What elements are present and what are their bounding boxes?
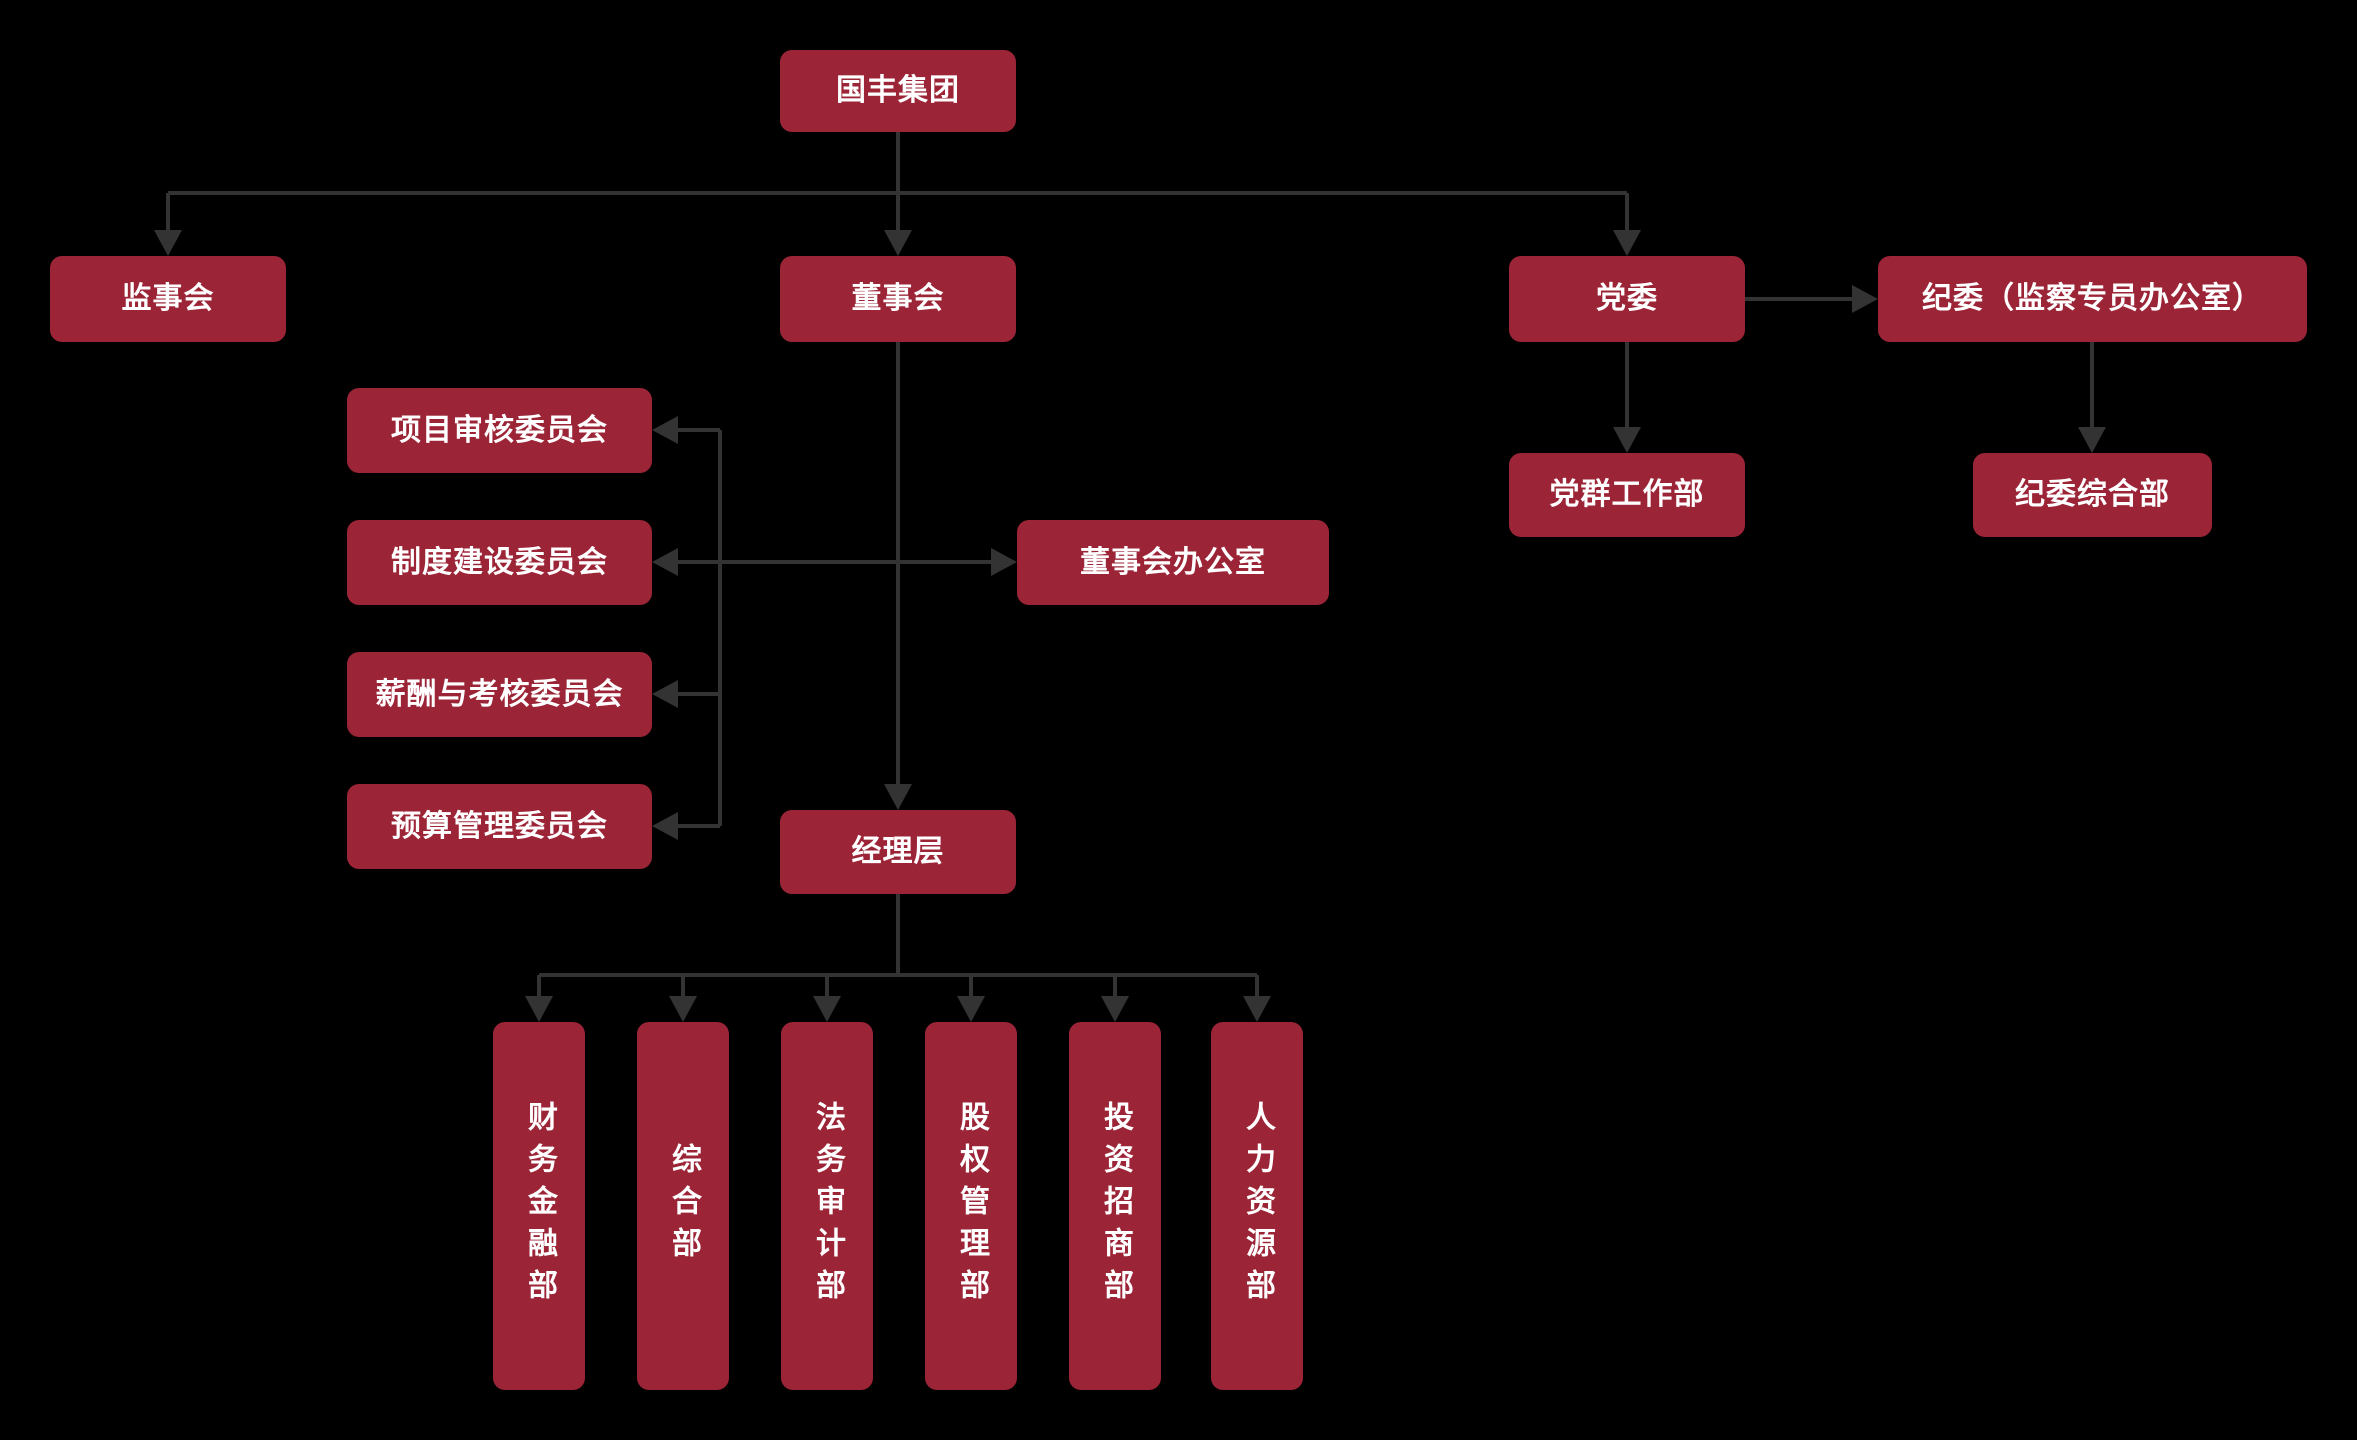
- arrowhead-committee-3: [652, 812, 678, 840]
- node-system-construction-committee: 制度建设委员会: [347, 520, 652, 605]
- arrowhead-dept-5: [1243, 996, 1271, 1022]
- arrowhead-dept-2: [813, 996, 841, 1022]
- arrowhead-supervisory: [154, 230, 182, 256]
- node-party-mass-work-dept: 党群工作部: [1509, 453, 1745, 537]
- arrowhead-management: [884, 784, 912, 810]
- arrowhead-dept-3: [957, 996, 985, 1022]
- arrowheads: [154, 230, 2106, 1022]
- node-party-committee: 党委: [1509, 256, 1745, 342]
- arrowhead-party-mass: [1613, 427, 1641, 453]
- node-management-level: 经理层: [780, 810, 1016, 894]
- arrowhead-dept-4: [1101, 996, 1129, 1022]
- arrowhead-board-office: [991, 548, 1017, 576]
- node-general-dept: 综合部: [637, 1022, 729, 1390]
- arrowhead-committee-2: [652, 680, 678, 708]
- arrowhead-dept-1: [669, 996, 697, 1022]
- arrowhead-party: [1613, 230, 1641, 256]
- node-board-office: 董事会办公室: [1017, 520, 1329, 605]
- node-budget-management-committee: 预算管理委员会: [347, 784, 652, 869]
- node-project-review-committee: 项目审核委员会: [347, 388, 652, 473]
- node-discipline-general-dept: 纪委综合部: [1973, 453, 2212, 537]
- arrowhead-dept-0: [525, 996, 553, 1022]
- node-investment-promotion-dept: 投资招商部: [1069, 1022, 1161, 1390]
- node-hr-dept: 人力资源部: [1211, 1022, 1303, 1390]
- connector-strokes: [166, 132, 2094, 996]
- node-supervisory-board: 监事会: [50, 256, 286, 342]
- node-legal-audit-dept: 法务审计部: [781, 1022, 873, 1390]
- arrowhead-board: [884, 230, 912, 256]
- node-finance-dept: 财务金融部: [493, 1022, 585, 1390]
- arrowhead-committee-0: [652, 416, 678, 444]
- node-group-root: 国丰集团: [780, 50, 1016, 132]
- arrowhead-discipline: [1852, 285, 1878, 313]
- node-equity-management-dept: 股权管理部: [925, 1022, 1017, 1390]
- arrowhead-discipline-general: [2078, 427, 2106, 453]
- arrowhead-committee-1: [652, 548, 678, 576]
- node-board-of-directors: 董事会: [780, 256, 1016, 342]
- node-discipline-committee: 纪委（监察专员办公室）: [1878, 256, 2307, 342]
- node-compensation-assessment-committee: 薪酬与考核委员会: [347, 652, 652, 737]
